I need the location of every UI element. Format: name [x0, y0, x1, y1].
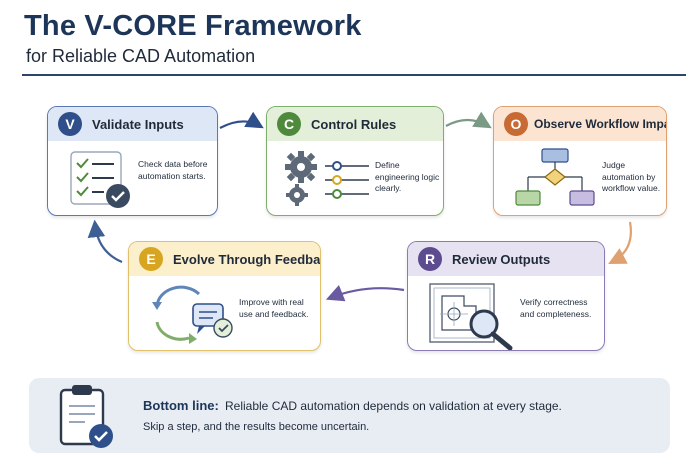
bottom-line-text: Reliable CAD automation depends on valid… — [225, 399, 562, 413]
step-header: V Validate Inputs — [48, 107, 217, 141]
title-divider — [22, 74, 686, 76]
gears-icon — [285, 151, 369, 206]
step-card-control: C Control Rules Define engineering logic… — [266, 106, 444, 216]
step-card-evolve: E Evolve Through Feedback Improve with r… — [128, 241, 321, 351]
step-title: Review Outputs — [452, 251, 551, 267]
step-title: Validate Inputs — [92, 116, 184, 132]
step-title: Observe Workflow Impact — [534, 117, 667, 131]
arrow-o-to-r — [608, 221, 632, 265]
arrow-r-to-e — [325, 284, 405, 302]
flowchart-icon — [515, 148, 595, 206]
checklist-icon — [70, 151, 130, 208]
page-subtitle: for Reliable CAD Automation — [26, 46, 256, 66]
step-badge: R — [418, 247, 442, 271]
step-badge: C — [277, 112, 301, 136]
step-card-review: R Review Outputs Verify correctness and … — [407, 241, 605, 351]
step-card-validate: V Validate Inputs Check data before auto… — [47, 106, 218, 216]
step-description: Improve with real use and feedback. — [239, 297, 309, 319]
step-header: R Review Outputs — [408, 242, 604, 276]
step-description: Check data before automation starts. — [138, 159, 208, 181]
step-badge: O — [504, 112, 528, 136]
arrow-v-to-c — [219, 111, 264, 129]
step-header: O Observe Workflow Impact — [494, 107, 666, 141]
feedback-loop-icon — [152, 285, 233, 344]
clipboard-check-icon — [59, 385, 113, 448]
bottom-line-label: Bottom line: — [143, 398, 219, 413]
bottom-line-subtext: Skip a step, and the results become unce… — [143, 421, 370, 433]
bottom-line-panel: Bottom line: Reliable CAD automation dep… — [29, 378, 670, 453]
step-badge: E — [139, 247, 163, 271]
step-description: Verify correctness and completeness. — [520, 297, 592, 319]
drawing-magnifier-icon — [429, 283, 513, 350]
arrow-c-to-o — [445, 111, 492, 129]
page-title: The V-CORE Framework — [24, 10, 362, 42]
step-badge: V — [58, 112, 82, 136]
step-title: Evolve Through Feedback — [173, 251, 321, 267]
arrow-e-to-v — [87, 219, 123, 264]
step-card-observe: O Observe Workflow Impact Judge automati… — [493, 106, 667, 216]
step-header: C Control Rules — [267, 107, 443, 141]
step-title: Control Rules — [311, 116, 397, 132]
step-description: Define engineering logic clearly. — [375, 160, 440, 193]
step-description: Judge automation by workflow value. — [602, 160, 661, 193]
step-header: E Evolve Through Feedback — [129, 242, 320, 276]
